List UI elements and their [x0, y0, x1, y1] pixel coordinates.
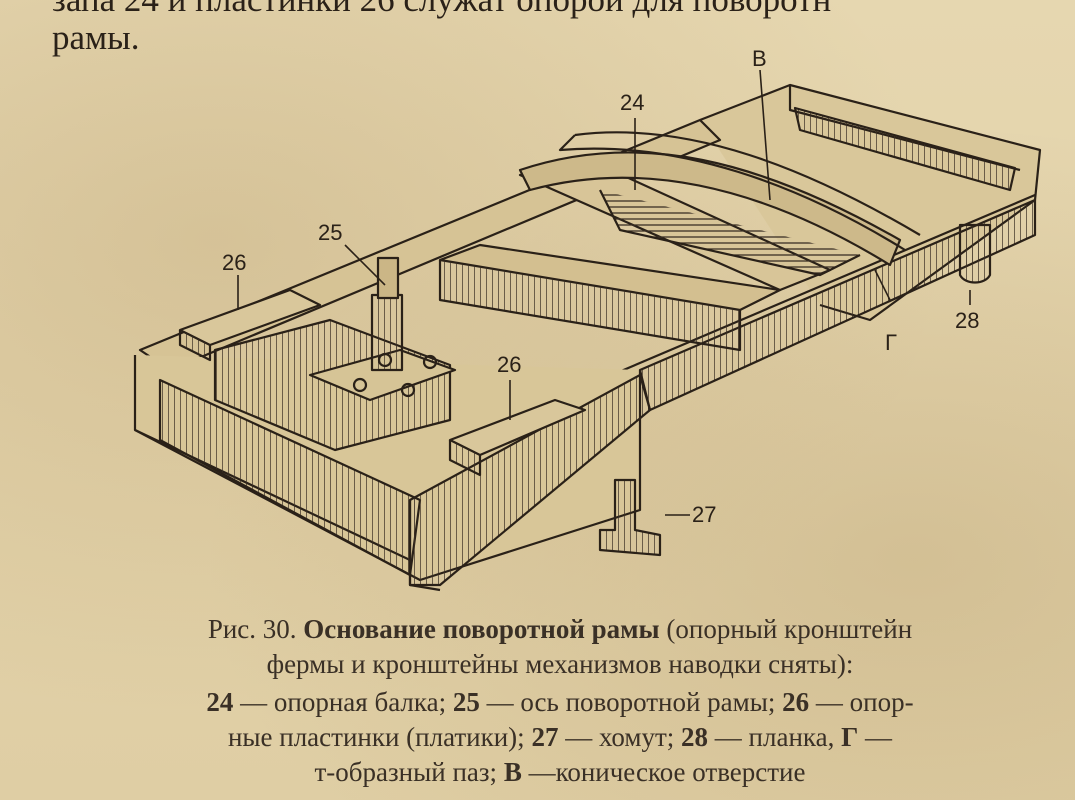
axis-25	[370, 293, 404, 372]
support-beam-24	[518, 151, 902, 267]
post-28	[958, 223, 992, 284]
legend-text: — ось поворотной рамы;	[486, 687, 776, 717]
caption-title-rest-1: (опорный кронштейн	[666, 614, 913, 644]
fig-prefix: Рис. 30.	[207, 614, 297, 644]
label-v: В	[752, 46, 767, 71]
legend-text: — опорная балка;	[240, 687, 447, 717]
legend-key: 27	[531, 722, 559, 752]
top-text-line-2: рамы.	[52, 18, 140, 57]
legend-key: 24	[206, 687, 234, 717]
legend-text: т-образный паз;	[314, 757, 498, 787]
legend-key: Г	[841, 722, 859, 752]
figure-legend: 24 — опорная балка; 25 — ось поворотной …	[60, 685, 1060, 790]
label-25: 25	[318, 220, 342, 245]
legend-text: —коническое отверстие	[528, 757, 806, 787]
legend-key: 26	[782, 687, 810, 717]
legend-text: ные пластинки (платики);	[227, 722, 525, 752]
legend-key: 25	[452, 687, 480, 717]
rear-frame	[699, 83, 1042, 322]
legend-text: — опор-	[815, 687, 914, 717]
legend-key: 28	[681, 722, 709, 752]
label-28: 28	[955, 308, 979, 333]
frame-illustration: 24 25 26 26 27 28 В Г	[133, 46, 1042, 592]
top-text-line-1: запа 24 и пластинки 26 служат опорой для…	[52, 0, 1075, 22]
label-26-right: 26	[497, 352, 521, 377]
label-g: Г	[885, 330, 897, 355]
legend-key: В	[503, 757, 522, 787]
label-24: 24	[620, 90, 644, 115]
figure-caption: Рис. 30. Основание поворотной рамы (опор…	[60, 612, 1060, 682]
legend-text: —	[865, 722, 893, 752]
legend-text: — хомут;	[565, 722, 675, 752]
legend-text: — планка,	[714, 722, 835, 752]
caption-title: Основание поворотной рамы	[303, 614, 660, 644]
label-26-left: 26	[222, 250, 246, 275]
caption-title-rest-2: фермы и кронштейны механизмов наводки сн…	[266, 649, 854, 679]
clamp-27	[598, 478, 662, 557]
label-27: 27	[692, 502, 716, 527]
